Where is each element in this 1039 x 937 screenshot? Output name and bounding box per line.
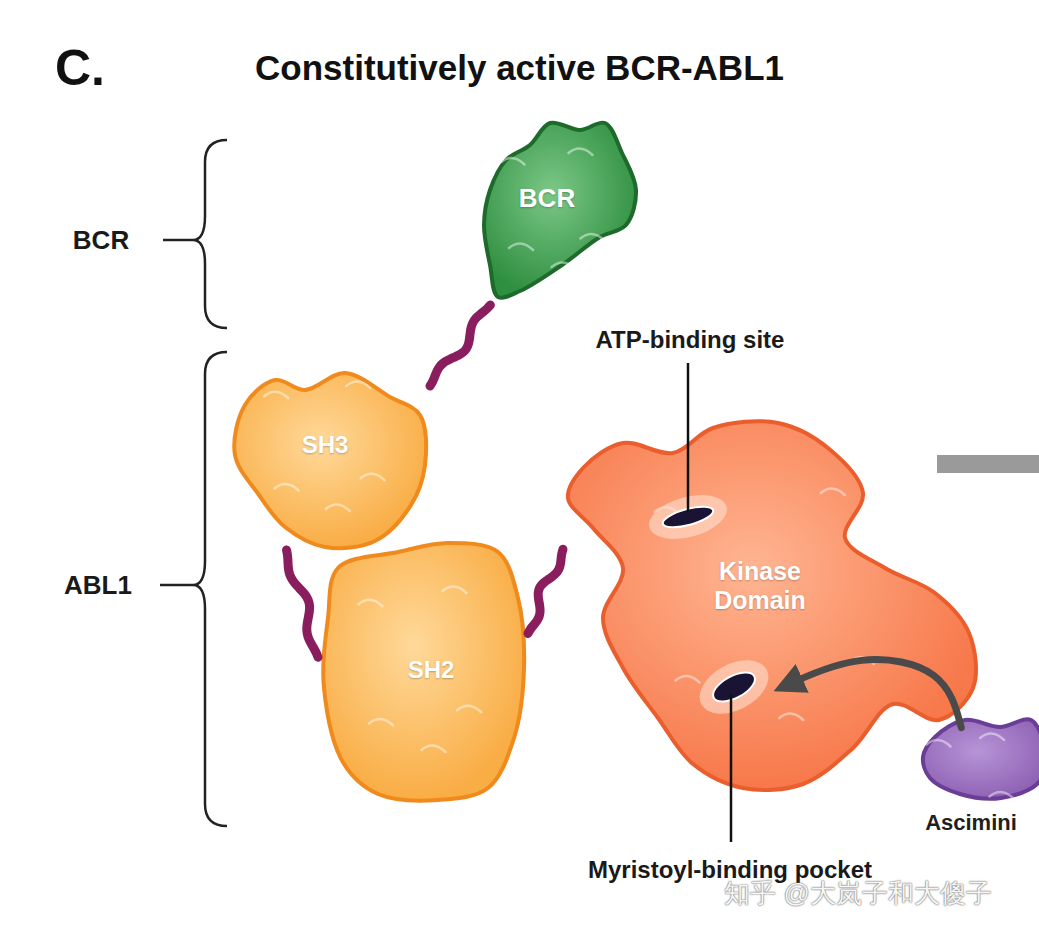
- domain-name: BCR: [502, 184, 592, 214]
- surface-texture: [676, 676, 700, 683]
- surface-texture: [275, 484, 299, 491]
- abl1-bracket: [193, 352, 227, 826]
- surface-texture: [359, 600, 383, 607]
- surface-texture: [361, 474, 385, 481]
- surface-texture: [933, 798, 957, 805]
- bcr-domain: BCR: [470, 115, 640, 305]
- surface-texture: [552, 262, 576, 269]
- panel-letter: C.: [55, 39, 105, 97]
- bracket-label: BCR: [73, 225, 129, 256]
- site-label: ATP-binding site: [596, 326, 785, 354]
- watermark: 知乎 @大岚子和大傻子: [724, 876, 992, 911]
- asciminib-molecule: Ascimini: [905, 712, 1039, 842]
- binding-pocket: [709, 666, 760, 707]
- surface-texture: [326, 504, 350, 511]
- surface-texture: [821, 488, 845, 495]
- bcr-bracket: [193, 140, 227, 328]
- bracket-tick: [160, 584, 193, 587]
- pocket-glow: [691, 649, 778, 724]
- surface-texture: [369, 719, 393, 726]
- domain-body: [484, 122, 636, 297]
- domain-body: [568, 421, 976, 790]
- linker-chain: [287, 550, 319, 657]
- sh2-domain: SH2: [318, 538, 528, 803]
- bracket-tick: [163, 239, 193, 242]
- domain-body: [234, 373, 426, 548]
- surface-texture: [501, 158, 525, 165]
- surface-texture: [264, 392, 288, 399]
- surface-texture: [346, 381, 370, 388]
- domain-name: Ascimini: [905, 810, 1037, 835]
- linker-chain: [528, 549, 563, 633]
- sh3-domain: SH3: [225, 345, 430, 550]
- gray-bar: [937, 455, 1039, 473]
- binding-arrow: [785, 660, 961, 728]
- surface-texture: [989, 792, 1013, 799]
- surface-texture: [457, 706, 481, 713]
- domain-name: SH2: [386, 656, 476, 684]
- surface-texture: [779, 713, 803, 720]
- domain-name: SH3: [280, 431, 370, 459]
- surface-texture: [980, 733, 1004, 740]
- surface-texture: [443, 586, 467, 593]
- kinase-domain: Kinase Domain: [563, 418, 978, 793]
- figure-title: Constitutively active BCR-ABL1: [255, 48, 784, 88]
- surface-texture: [569, 148, 593, 155]
- domain-body: [923, 719, 1039, 799]
- pocket-glow: [644, 487, 732, 546]
- surface-texture: [509, 243, 533, 250]
- domain-body: [323, 543, 524, 801]
- linker-chain: [430, 305, 490, 386]
- binding-pocket: [661, 503, 715, 532]
- bracket-label: ABL1: [64, 570, 132, 601]
- surface-texture: [422, 745, 446, 752]
- domain-name: Kinase Domain: [690, 557, 830, 615]
- surface-texture: [580, 234, 604, 241]
- surface-texture: [850, 657, 874, 664]
- surface-texture: [927, 740, 951, 747]
